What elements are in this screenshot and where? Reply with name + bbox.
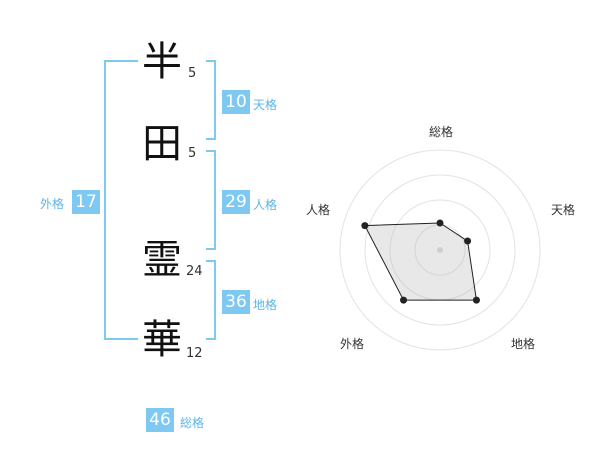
- radar-point-4: [400, 296, 408, 304]
- name-char-2: 田: [142, 121, 182, 167]
- jinkaku-bracket: [206, 150, 216, 250]
- gaikaku-badge: 17: [72, 190, 100, 214]
- radar-axis-label-soukaku: 総格: [428, 125, 453, 139]
- chikaku-label: 地格: [253, 298, 278, 312]
- radar-point-2: [464, 237, 472, 245]
- stroke-count-2: 5: [188, 146, 197, 161]
- radar-point-5: [361, 222, 369, 230]
- name-char-3: 霊: [142, 237, 182, 283]
- gaikaku-label: 外格: [40, 197, 65, 211]
- name-char-4: 華: [142, 317, 182, 363]
- tenkaku-label: 天格: [253, 98, 278, 112]
- jinkaku-label: 人格: [253, 198, 278, 212]
- name-char-1: 半: [142, 39, 182, 85]
- tenkaku-badge: 10: [222, 90, 250, 114]
- chikaku-badge: 36: [222, 290, 250, 314]
- radar-grid-ring-4: [339, 149, 541, 351]
- radar-point-3: [472, 296, 480, 304]
- radar-axis-label-gaikaku: 外格: [339, 337, 364, 351]
- radar-point-1: [436, 219, 444, 227]
- radar-axis-label-tenkaku: 天格: [550, 203, 575, 217]
- soukaku-badge: 46: [146, 408, 174, 432]
- radar-grid-ring-3: [364, 174, 516, 326]
- gaikaku-bracket: [104, 60, 138, 340]
- jinkaku-badge: 29: [222, 190, 250, 214]
- stroke-count-1: 5: [188, 66, 197, 81]
- radar-axis-label-chikaku: 地格: [510, 337, 535, 351]
- stroke-count-3: 24: [186, 264, 203, 279]
- tenkaku-bracket: [206, 60, 216, 140]
- chikaku-bracket: [206, 260, 216, 340]
- stroke-count-4: 12: [186, 346, 203, 361]
- radar-center-dot: [437, 247, 443, 253]
- soukaku-label: 総格: [180, 416, 205, 430]
- radar-area: [364, 222, 478, 301]
- radar-axis-label-jinkaku: 人格: [305, 203, 330, 217]
